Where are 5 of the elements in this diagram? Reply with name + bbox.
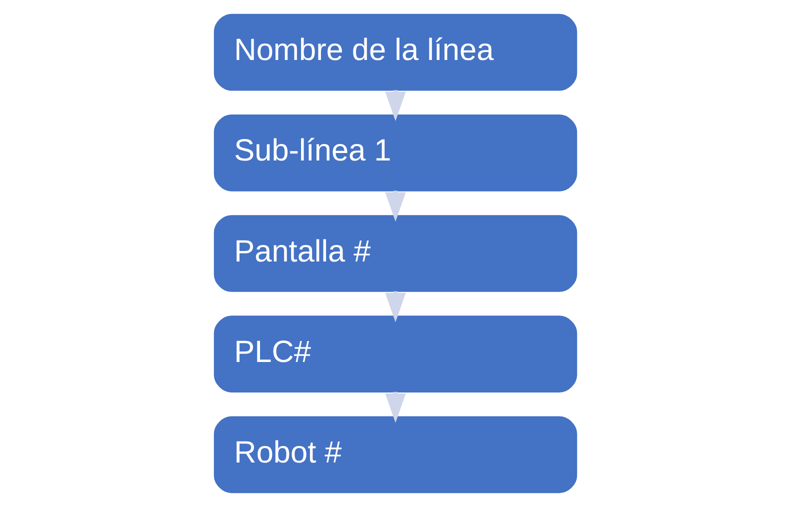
node-box: Nombre de la línea xyxy=(214,13,578,90)
node-box: Pantalla # xyxy=(214,214,578,292)
node-box: Sub-línea 1 xyxy=(214,114,578,191)
node-box: Robot # xyxy=(214,416,578,493)
node-box: PLC# xyxy=(214,315,578,392)
